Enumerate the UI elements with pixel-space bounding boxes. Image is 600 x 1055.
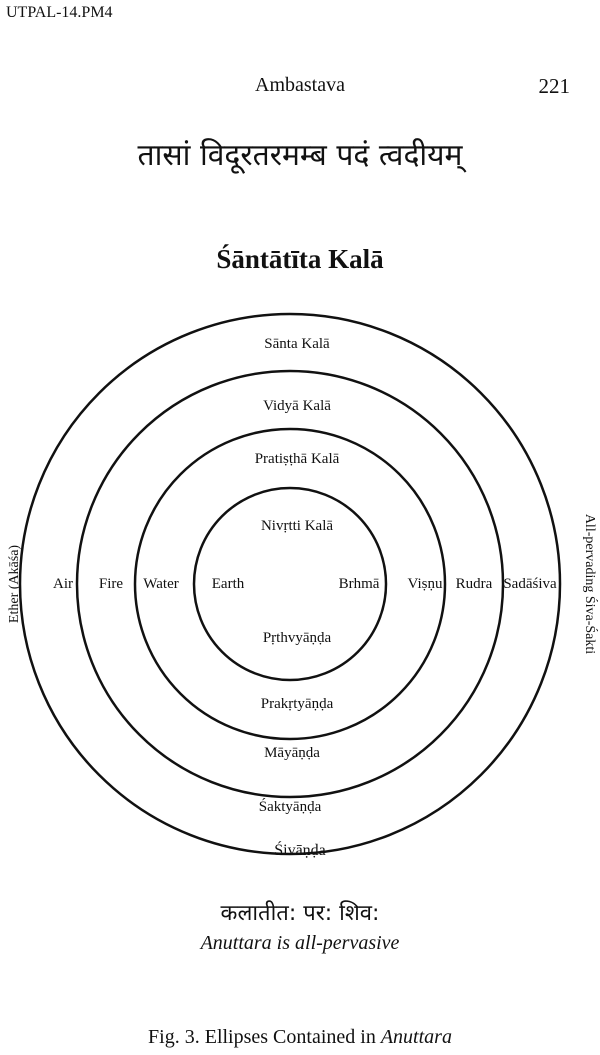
figure-caption: Fig. 3. Ellipses Contained in Anuttara <box>0 1026 600 1049</box>
label-earth: Earth <box>212 576 245 592</box>
label-santa-kala: Sānta Kalā <box>264 336 330 352</box>
label-prthvyanda: Pṛthvyāṇḍa <box>263 630 332 646</box>
label-ether-akasa: Ether (Akāśa) <box>7 545 22 623</box>
anuttara-statement: Anuttara is all-pervasive <box>200 932 400 954</box>
sanskrit-kalatita: कलातीत: पर: शिव: <box>220 901 380 926</box>
file-label: UTPAL-14.PM4 <box>6 4 113 21</box>
label-all-pervading-siva-sakti: All-pervading Śiva-Śakti <box>582 514 599 654</box>
diagram-title: Śāntātīta Kalā <box>216 244 384 274</box>
label-sivanda: Śivāṇḍa <box>274 842 326 859</box>
label-sadasiva: Sadāśiva <box>503 576 557 592</box>
label-brhma: Brhmā <box>339 576 380 592</box>
outer-circle <box>18 312 562 856</box>
label-water: Water <box>143 576 178 592</box>
inner-circle <box>192 486 388 682</box>
label-nivrtti-kala: Nivṛtti Kalā <box>261 518 333 534</box>
label-fire: Fire <box>99 576 124 592</box>
caption-text: Fig. 3. Ellipses Contained in <box>148 1026 381 1048</box>
label-pratistha-kala: Pratiṣṭhā Kalā <box>255 451 340 467</box>
caption-italic-term: Anuttara <box>380 1026 452 1048</box>
label-air: Air <box>53 576 73 592</box>
label-rudra: Rudra <box>456 576 493 592</box>
second-circle <box>75 369 505 799</box>
label-mayanda: Māyāṇḍa <box>264 745 320 761</box>
third-circle <box>133 427 447 741</box>
page-number: 221 <box>538 74 571 98</box>
label-visnu: Viṣṇu <box>408 576 443 592</box>
sanskrit-verse-line: तासां विदूरतरमम्ब पदं त्वदीयम् <box>137 138 463 173</box>
label-saktyanda: Śaktyāṇḍa <box>259 798 322 815</box>
running-head: Ambastava <box>255 74 345 96</box>
label-vidya-kala: Vidyā Kalā <box>263 398 331 414</box>
label-prakrtyanda: Prakṛtyāṇḍa <box>261 696 334 712</box>
